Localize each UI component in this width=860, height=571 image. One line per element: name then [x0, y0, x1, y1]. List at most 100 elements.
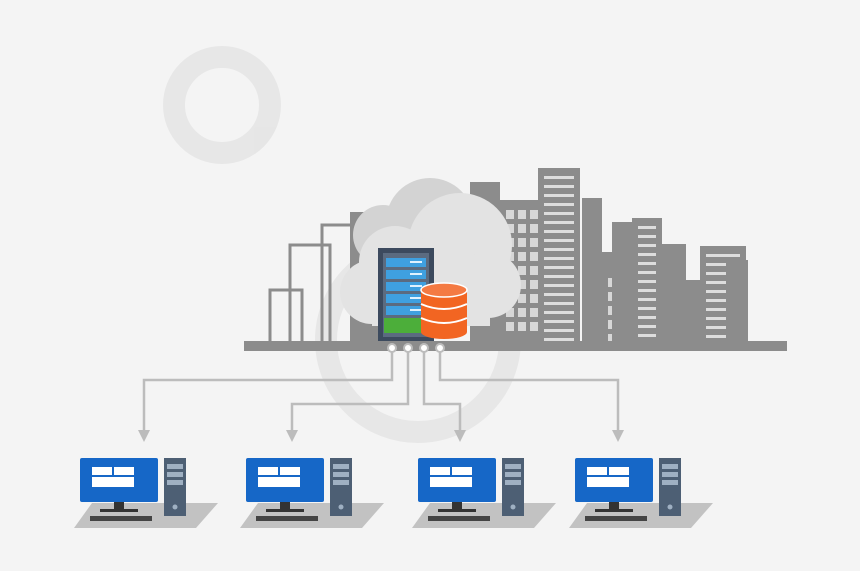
building-window	[638, 325, 656, 328]
server-rack-icon	[378, 248, 434, 342]
arrow-down-icon	[454, 430, 466, 442]
workstations	[74, 458, 713, 528]
keyboard	[428, 516, 490, 521]
workstation-shadow	[240, 503, 384, 528]
building-window	[518, 266, 526, 275]
building-window	[544, 275, 574, 278]
building-window	[506, 308, 514, 317]
building-window	[544, 284, 574, 287]
screen-tile	[92, 467, 112, 475]
building-window	[544, 221, 574, 224]
keyboard	[90, 516, 152, 521]
screen-tile	[587, 467, 607, 475]
rack-slot	[386, 306, 426, 315]
building-window	[638, 298, 656, 301]
workstation-shadow	[412, 503, 556, 528]
power-button	[667, 504, 673, 510]
building-window	[544, 203, 574, 206]
building-window	[706, 326, 740, 329]
power-button	[338, 504, 344, 510]
building-window	[518, 294, 526, 303]
rack-slot-led	[410, 273, 422, 275]
connector-line	[142, 352, 394, 432]
rack-slot-led	[410, 309, 422, 311]
screen-tile	[452, 467, 472, 475]
building-window	[518, 210, 526, 219]
building-window	[706, 335, 740, 338]
arrow-down-icon	[138, 430, 150, 442]
drive-bay	[505, 472, 521, 477]
desktop-computer-icon	[74, 458, 218, 528]
workstation-shadow	[74, 503, 218, 528]
building-window	[544, 248, 574, 251]
screen-tile	[258, 477, 300, 487]
connector-line	[290, 352, 410, 432]
building-window	[638, 244, 656, 247]
building-window	[530, 280, 538, 289]
monitor-base	[438, 509, 476, 512]
building-window	[638, 226, 656, 229]
connector-line	[422, 352, 462, 432]
building-window	[638, 316, 656, 319]
database-icon	[420, 282, 468, 339]
building-window	[530, 294, 538, 303]
rack-slot	[386, 294, 426, 303]
drive-bay	[505, 464, 521, 469]
workstation-shadow	[569, 503, 713, 528]
building-window	[706, 281, 740, 284]
keyboard	[585, 516, 647, 521]
building-window	[530, 210, 538, 219]
building-window	[544, 257, 574, 260]
power-button	[172, 504, 178, 510]
building-window	[518, 238, 526, 247]
connector-line	[438, 352, 620, 432]
drive-bay	[662, 480, 678, 485]
building-window	[706, 254, 740, 257]
screen-tile	[114, 467, 134, 475]
rack-slot-led	[410, 261, 422, 263]
building-window	[544, 338, 574, 341]
connector-node	[387, 343, 397, 353]
connector-lines	[138, 343, 624, 442]
keyboard	[256, 516, 318, 521]
building-window	[544, 230, 574, 233]
building-window	[530, 266, 538, 275]
building-window	[530, 224, 538, 233]
building-window	[544, 194, 574, 197]
arrow-down-icon	[612, 430, 624, 442]
building-window	[638, 262, 656, 265]
building-window	[638, 253, 656, 256]
building-window	[530, 252, 538, 261]
building-window	[518, 224, 526, 233]
building-window	[518, 252, 526, 261]
connector-node	[419, 343, 429, 353]
drive-bay	[167, 480, 183, 485]
screen-tile	[92, 477, 134, 487]
building-window	[530, 308, 538, 317]
building-window	[706, 263, 740, 266]
building-window	[706, 308, 740, 311]
screen-tile	[280, 467, 300, 475]
monitor-base	[100, 509, 138, 512]
building-window	[530, 238, 538, 247]
monitor-stand	[609, 502, 619, 509]
building-window	[530, 322, 538, 331]
building-window	[544, 266, 574, 269]
building-window	[544, 185, 574, 188]
drive-bay	[333, 464, 349, 469]
drive-bay	[167, 472, 183, 477]
building-window	[638, 334, 656, 337]
building-window	[506, 322, 514, 331]
building-window	[544, 329, 574, 332]
building-window	[544, 212, 574, 215]
connector-node	[435, 343, 445, 353]
rack-slot	[386, 282, 426, 291]
building-window	[706, 290, 740, 293]
desktop-computer-icon	[240, 458, 384, 528]
building-window	[544, 239, 574, 242]
screen-tile	[587, 477, 629, 487]
rack-slot	[386, 258, 426, 267]
screen-tile	[430, 467, 450, 475]
building	[538, 168, 580, 345]
power-button	[510, 504, 516, 510]
